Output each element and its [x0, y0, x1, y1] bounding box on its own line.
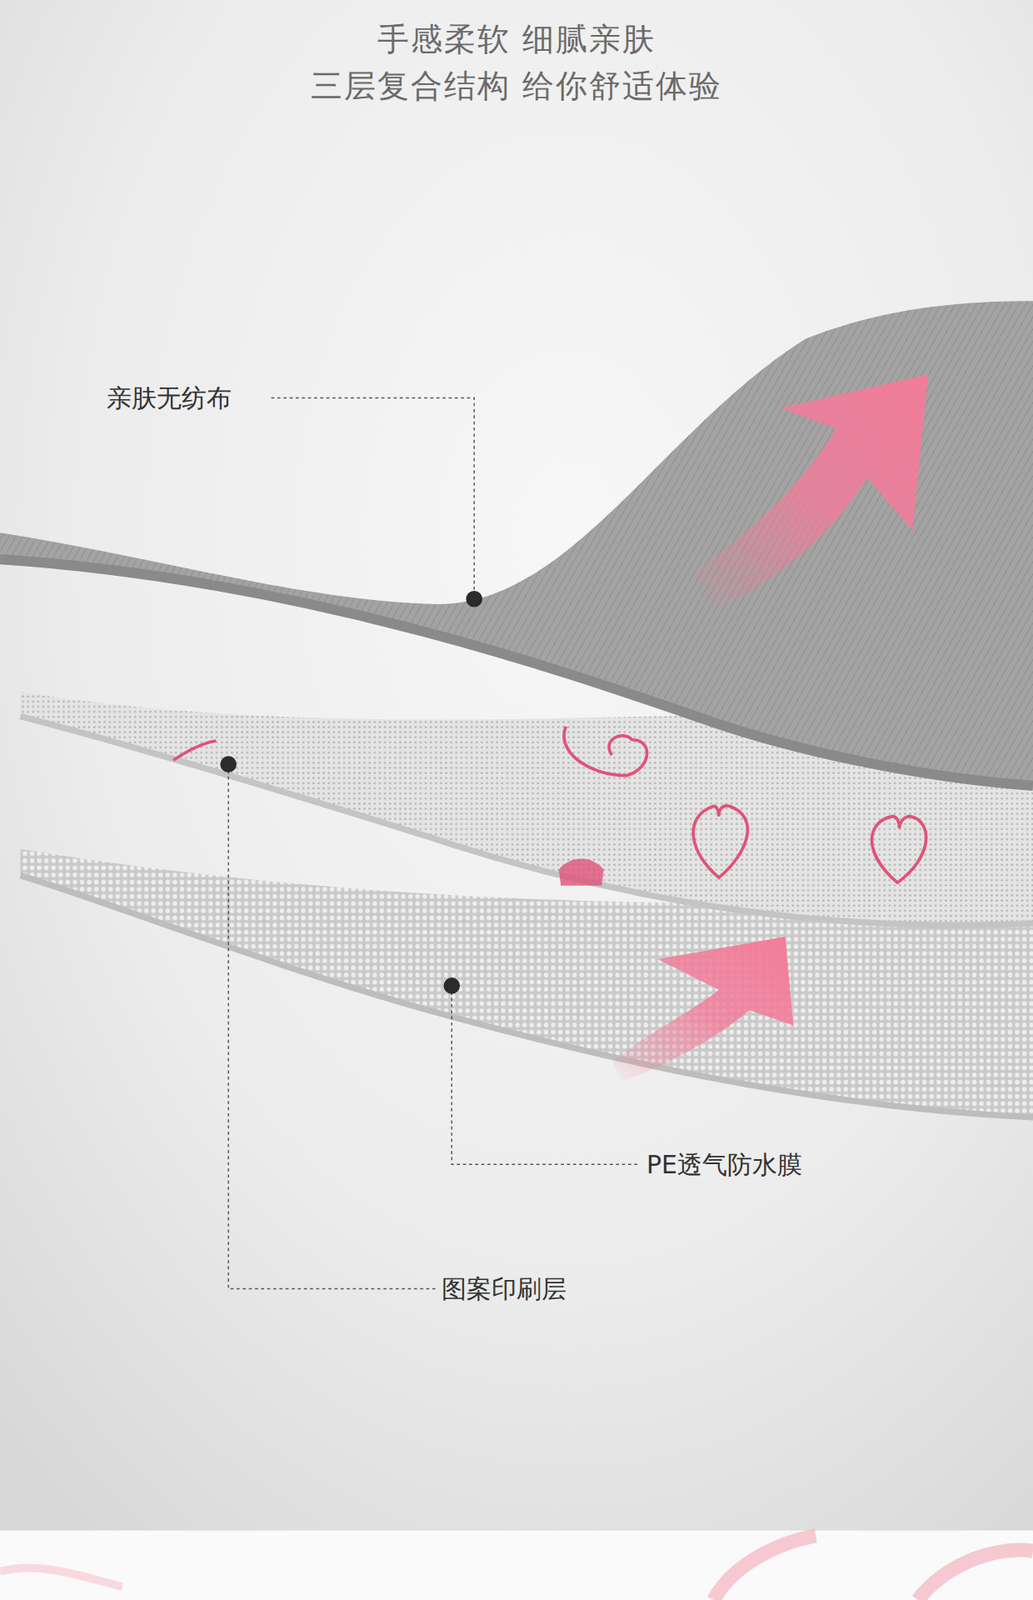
part-name: 图案印刷层 [441, 1272, 567, 1307]
part-name: PE透气防水膜 [646, 1147, 803, 1183]
heading: 手感柔软 细腻亲肤 [377, 18, 656, 61]
part-name: 亲肤无纺布 [106, 381, 232, 416]
subheading: 三层复合结构 给你舒适体验 [310, 64, 723, 108]
